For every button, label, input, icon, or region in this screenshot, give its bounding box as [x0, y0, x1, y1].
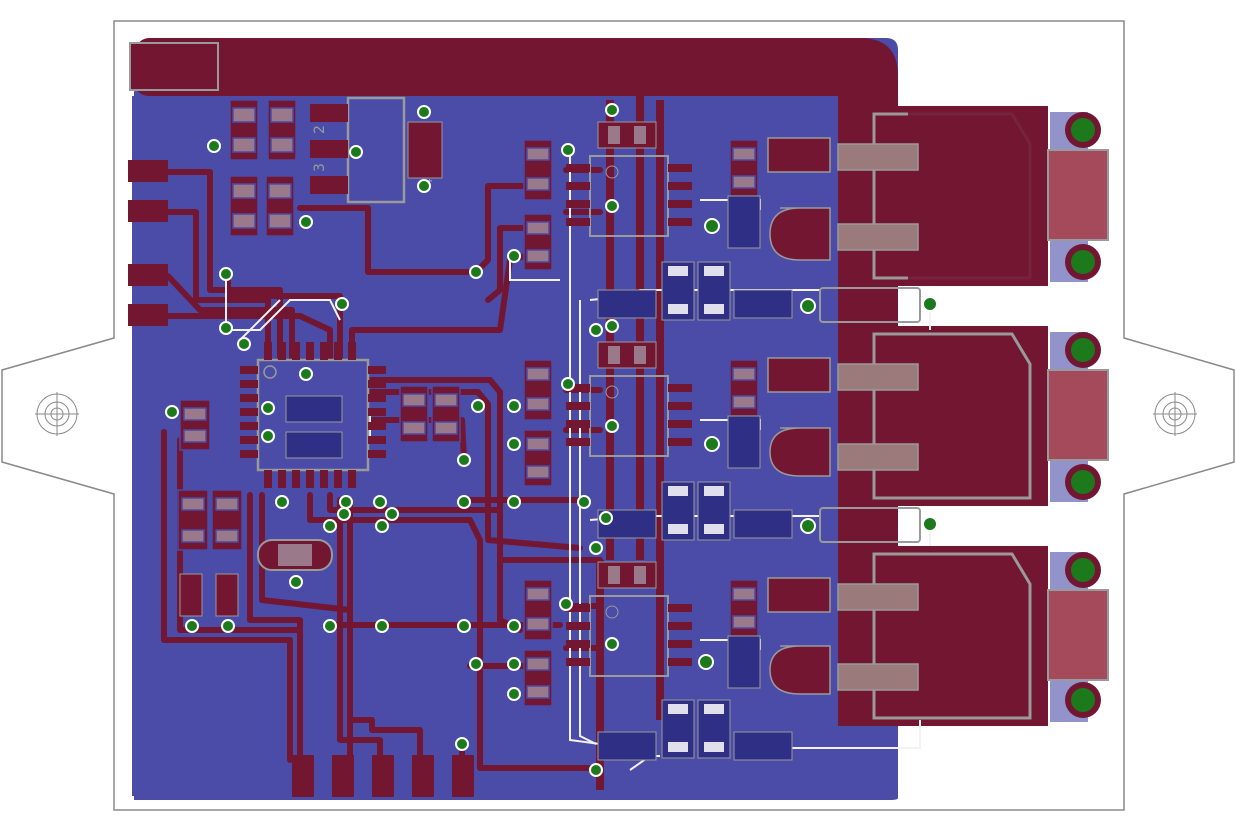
microcontroller-qfn: [240, 342, 386, 488]
mosfet-gate-pads: [767, 137, 919, 695]
vias: [165, 103, 938, 777]
smd-pads-bottom-highlights: [668, 266, 724, 752]
mounting-hole-left: [35, 392, 79, 436]
gate-driver-u3: [566, 595, 692, 677]
mosfet-q1: [838, 106, 1109, 286]
sense-resistors: [819, 287, 921, 543]
power-jack-pad: [129, 42, 219, 91]
mosfet-q3: [838, 546, 1109, 726]
reg-pin3-label: 3: [312, 163, 328, 172]
mosfet-q2: [838, 326, 1109, 506]
gate-driver-u2: [566, 375, 692, 457]
gate-driver-u1: [566, 155, 692, 237]
status-leds: [179, 573, 239, 617]
mounting-hole-right: [1153, 392, 1197, 436]
bottom-connector-pads: [292, 755, 474, 797]
smd-passives-horizontal-top: [597, 121, 657, 589]
left-header-pads: [128, 160, 168, 326]
reg-pin2-label: 2: [312, 125, 328, 134]
smd-passives-vertical: [177, 99, 759, 707]
top-traces: [161, 167, 603, 771]
crystal: [257, 539, 333, 571]
